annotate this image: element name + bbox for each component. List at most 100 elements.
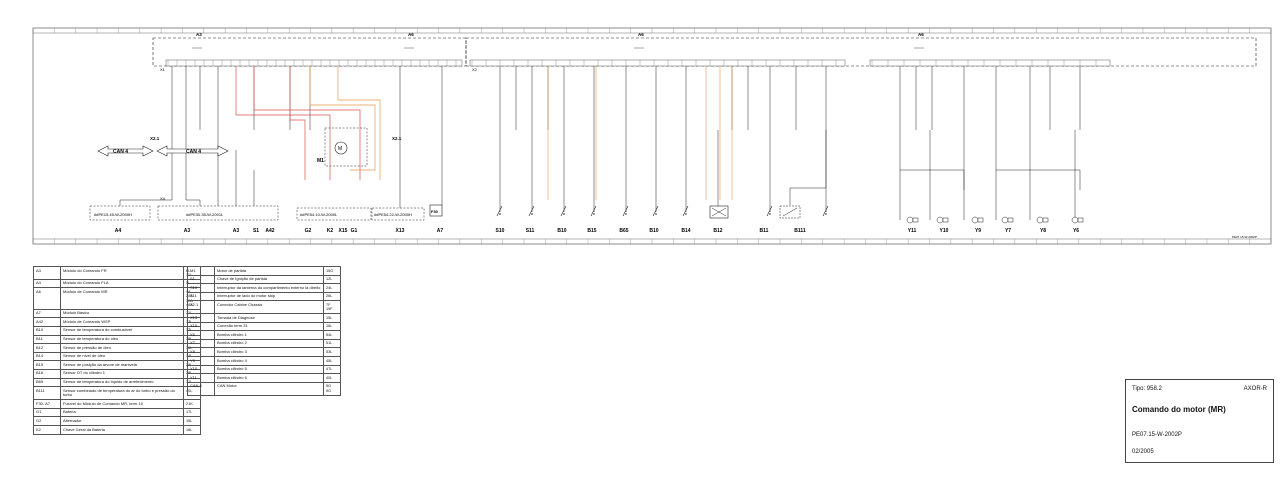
legend-code: Y8	[187, 347, 215, 358]
page-ref: PE07.15-W-2002P	[1232, 235, 1257, 239]
ref-1: ##PE15.45-W-2000H	[94, 212, 132, 217]
legend-desc: Conector Cabine Chassis	[214, 300, 324, 315]
legend-desc: Sensor de temperatura do combustível	[60, 325, 184, 336]
connector-x2: X2	[472, 67, 478, 72]
legend-desc: Módulo de Comando MR	[60, 287, 184, 310]
component-label-y10: Y10	[940, 228, 949, 234]
wires	[119, 60, 1097, 220]
module-label: A6	[638, 32, 644, 37]
legend-grid: 53L	[323, 347, 341, 358]
legend-grid: 40L	[323, 373, 341, 383]
legend-code: B65	[33, 377, 61, 388]
starter-label: M1	[317, 158, 324, 164]
module-label: A6	[408, 32, 414, 37]
component-label-y6: Y6	[1073, 228, 1079, 234]
legend-code: A3	[33, 266, 61, 280]
legend-desc: Alternador	[60, 416, 184, 427]
starter-motor: M M1	[317, 127, 368, 167]
component-label-b111: B111	[794, 228, 806, 234]
title-block: Tipo: 958.2 AXOR-R Comando do motor (MR)…	[1125, 379, 1274, 463]
ref-4: ##PE54.22-W-2000H	[374, 212, 412, 217]
fuse-f30	[429, 204, 443, 217]
legend-code: G2	[33, 416, 61, 427]
component-label-b14: B14	[681, 228, 690, 234]
legend-grid: 12L	[323, 274, 341, 285]
module-label: A3	[196, 32, 202, 37]
legend-desc: Bomba cilindro 2	[214, 338, 324, 349]
component-label-g2: G2	[305, 228, 312, 234]
ref-2: ##PE30.35-W-2001L	[186, 212, 224, 217]
component-label-b65: B65	[619, 228, 628, 234]
module-box-x13	[371, 207, 425, 221]
legend-desc: Conexão term.31	[214, 321, 324, 332]
component-label-x15: X15	[339, 228, 348, 234]
legend-desc: Bomba cilindro 5	[214, 364, 324, 375]
legend-code: S10	[187, 283, 215, 293]
component-label-x13: X13	[396, 228, 405, 234]
legend-code: B111	[33, 386, 61, 401]
title-date: 02/2005	[1132, 449, 1154, 455]
legend-desc: Bomba cilindro 3	[214, 347, 324, 358]
can-label-2: CAN 4	[186, 149, 201, 155]
legend-code: A7	[33, 308, 61, 319]
legend-desc: Chave de Ignição de partida	[214, 274, 324, 285]
connector-x4: X4	[160, 196, 166, 201]
legend-desc: Módulo de Comando WSP	[60, 317, 184, 327]
sensors	[496, 205, 1084, 224]
component-label-g1: G1	[351, 228, 358, 234]
legend-code: B14	[33, 351, 61, 362]
component-label-b10: B10	[557, 228, 566, 234]
svg-text:F30: F30	[431, 209, 439, 214]
legend-grid: 16L	[323, 321, 341, 332]
component-label-s11: S11	[526, 228, 535, 234]
legend-desc: Sensor de temperatura do líquido de arre…	[60, 377, 184, 388]
can-bus-2: CAN 4	[156, 145, 229, 157]
component-label-b11: B11	[760, 228, 769, 234]
component-label-a3: A3	[184, 228, 191, 234]
component-label-b10: B10	[649, 228, 658, 234]
component-label-y8: Y8	[1040, 228, 1046, 234]
title-code: PE07.15-W-2002P	[1132, 432, 1182, 438]
legend-desc: Motor de partida	[214, 266, 324, 276]
component-label-a7: A7	[437, 228, 444, 234]
legend-desc: Módulo do Comando FLA	[60, 278, 184, 289]
legend-desc: Sensor de nível de óleo	[60, 351, 184, 362]
legend-desc: Bomba cilindro 6	[214, 373, 324, 383]
component-label-s1: S1	[253, 228, 259, 234]
grid-ticks	[32, 28, 1272, 244]
legend-code: A42	[33, 317, 61, 327]
legend-code: X15	[187, 321, 215, 332]
ref-3: ##PE54.10-W-2000L	[300, 212, 338, 217]
legend-desc: Bomba cilindro 4	[214, 356, 324, 366]
component-label-y11: Y11	[908, 228, 917, 234]
component-label-b12: B12	[713, 228, 722, 234]
legend-code: A6	[33, 287, 61, 310]
connector-x1: X1	[160, 67, 166, 72]
legend-code: K2	[33, 425, 61, 435]
legend-desc: Sensor combinado de temperatura do ar do…	[60, 386, 184, 401]
legend-code: S11	[187, 291, 215, 302]
